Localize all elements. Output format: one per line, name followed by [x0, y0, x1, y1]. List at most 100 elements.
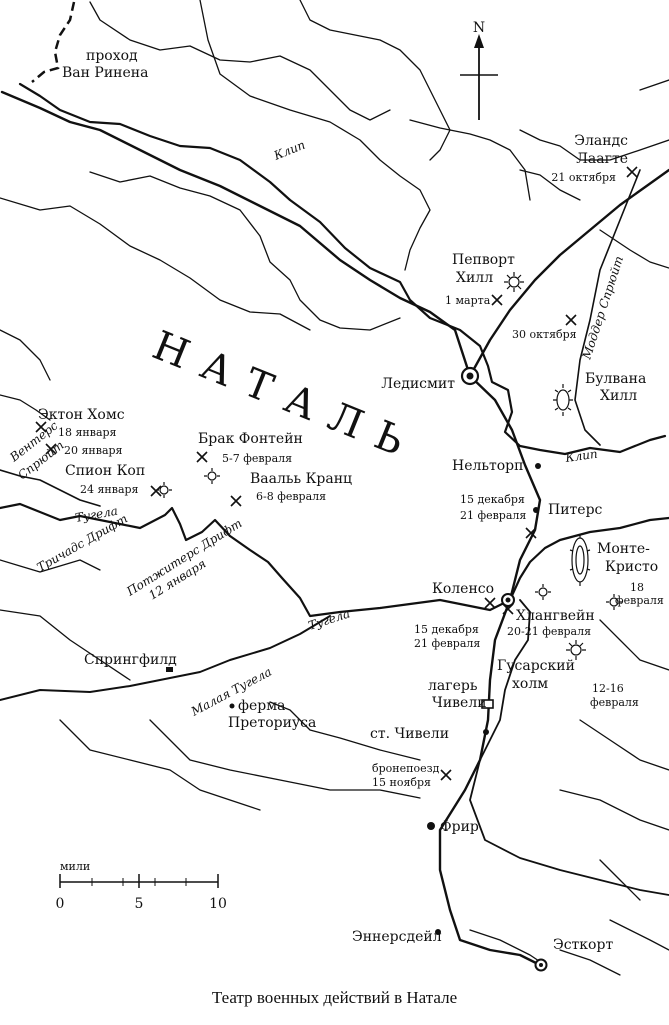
farm-label-2: Преториуса	[228, 715, 316, 731]
brakfontein-battle	[196, 451, 208, 463]
springfield-marker	[166, 667, 173, 672]
hussar-hill-mark	[566, 640, 586, 660]
scale-bar: мили 0 5 10	[56, 860, 227, 912]
monte-cristo-label-1: Монте-	[597, 541, 650, 557]
pieters-date-1: 15 декабря	[460, 493, 525, 506]
klip-north-label: Клип	[271, 138, 307, 163]
potgieters-label-1: Потжитерс Дрифт	[123, 516, 244, 599]
acton-battle-2	[45, 443, 57, 455]
monte-cristo-mark	[569, 534, 591, 586]
elandslaagte-battle	[626, 166, 638, 178]
spion-kop-battle	[150, 485, 162, 497]
tributaries	[0, 0, 669, 976]
armoured-train-battle	[440, 769, 452, 781]
pieters-label: Питерс	[548, 502, 603, 518]
compass-rose: N	[460, 20, 498, 120]
little-tugela-river	[0, 615, 331, 701]
vaal-krantz-label: Ваальь Кранц	[250, 471, 352, 487]
pieters-marker	[533, 507, 539, 513]
tugela-mid-label: Тугела	[307, 606, 352, 633]
pepworth-label-2: Хилл	[456, 270, 493, 286]
battle-marks	[35, 166, 638, 781]
modder-battle	[565, 314, 577, 326]
camp-label-2: Чивели	[432, 695, 487, 711]
scale-unit-label: мили	[60, 860, 90, 873]
colenso-label: Коленсо	[432, 581, 494, 597]
nelthorpe-marker	[535, 463, 541, 469]
brakfontein-mark	[204, 468, 220, 484]
monte-cristo-label-2: Кристо	[605, 559, 658, 575]
feb18-hill-mark	[606, 594, 622, 610]
monte-cristo-date-2: февраля	[615, 594, 664, 607]
acton-battle-1	[35, 421, 47, 433]
scale-tick-5: 5	[135, 896, 144, 912]
klip-river	[18, 82, 667, 456]
spion-kop-mark	[156, 482, 172, 498]
modder-spruit	[574, 169, 641, 446]
town-markers	[166, 366, 548, 972]
elandslaagte-date: 21 октября	[551, 171, 616, 184]
tugela-lower	[469, 599, 669, 896]
place-labels: проход Ван Ринена Эландс Лаагте 21 октяб…	[38, 48, 664, 953]
tugela-river	[0, 502, 669, 618]
spion-kop-label: Спион Коп	[65, 463, 145, 479]
ladysmith-label: Ледисмит	[381, 376, 455, 392]
scale-tick-10: 10	[209, 896, 227, 912]
hlangwane-mark	[535, 584, 551, 600]
venters-spruit	[0, 469, 101, 507]
scale-tick-0: 0	[56, 896, 65, 912]
pepworth-hill-mark	[504, 272, 524, 292]
farm-label-1: ферма	[238, 698, 285, 714]
elandslaagte-label-2: Лаагте	[576, 151, 628, 167]
border-line	[31, 1, 76, 83]
klip-east-label: Клип	[563, 447, 598, 466]
springfield-label: Спрингфилд	[84, 652, 177, 668]
hill-marks	[156, 272, 622, 660]
train-date-1: бронепоезд	[372, 762, 440, 775]
acton-date-2: 20 января	[64, 444, 123, 457]
van-reenen-label-2: Ван Ринена	[62, 65, 148, 81]
colenso-battle	[484, 597, 496, 609]
bulwana-hill-mark	[553, 384, 573, 416]
bulwana-label-2: Хилл	[600, 388, 637, 404]
colenso-date-2: 21 февраля	[414, 637, 480, 650]
vaal-krantz-date: 6-8 февраля	[256, 490, 326, 503]
estcourt-label: Эсткорт	[553, 937, 613, 953]
brakfontein-date: 5-7 февраля	[222, 452, 292, 465]
pepworth-label-1: Пепворт	[452, 252, 515, 268]
camp-label-1: лагерь	[428, 678, 478, 694]
frere-marker	[427, 822, 435, 830]
modder-label: Моддер Спрюйт	[579, 254, 626, 362]
hussar-label-2: холм	[512, 676, 548, 692]
map-caption: Театр военных действий в Натале	[211, 988, 458, 1007]
compass-north-label: N	[473, 20, 485, 36]
brakfontein-label: Брак Фонтейн	[198, 431, 303, 447]
frere-label: Фрир	[440, 819, 479, 835]
hussar-label-1: Гусарский	[497, 658, 575, 674]
pieters-battle	[525, 527, 537, 539]
modder-date: 30 октября	[512, 328, 577, 341]
acton-date-1: 18 января	[58, 426, 117, 439]
chieveley-marker	[483, 729, 489, 735]
vaal-krantz-battle	[230, 495, 242, 507]
chieveley-label: ст. Чивели	[370, 726, 449, 742]
van-reenen-label-1: проход	[86, 48, 138, 64]
nelthorpe-label: Нельторп	[452, 458, 523, 474]
bulwana-label-1: Булвана	[585, 371, 646, 387]
railway-pass	[0, 90, 472, 378]
spion-kop-date: 24 января	[80, 483, 139, 496]
ennersdale-marker	[435, 929, 441, 935]
ennersdale-label: Эннерсдейл	[352, 929, 442, 945]
elandslaagte-label-1: Эландс	[574, 133, 628, 149]
train-date-2: 15 ноября	[372, 776, 431, 789]
hussar-date-1: 12-16	[592, 682, 624, 695]
colenso-date-1: 15 декабря	[414, 623, 479, 636]
hlangwane-label: Хлангвейн	[516, 608, 595, 624]
pepworth-date: 1 марта	[445, 294, 491, 307]
farm-marker	[229, 703, 235, 709]
hussar-date-2: февраля	[590, 696, 639, 709]
railway-north	[468, 168, 669, 378]
camp-marker	[481, 699, 494, 709]
acton-label: Эктон Хомс	[38, 407, 125, 423]
